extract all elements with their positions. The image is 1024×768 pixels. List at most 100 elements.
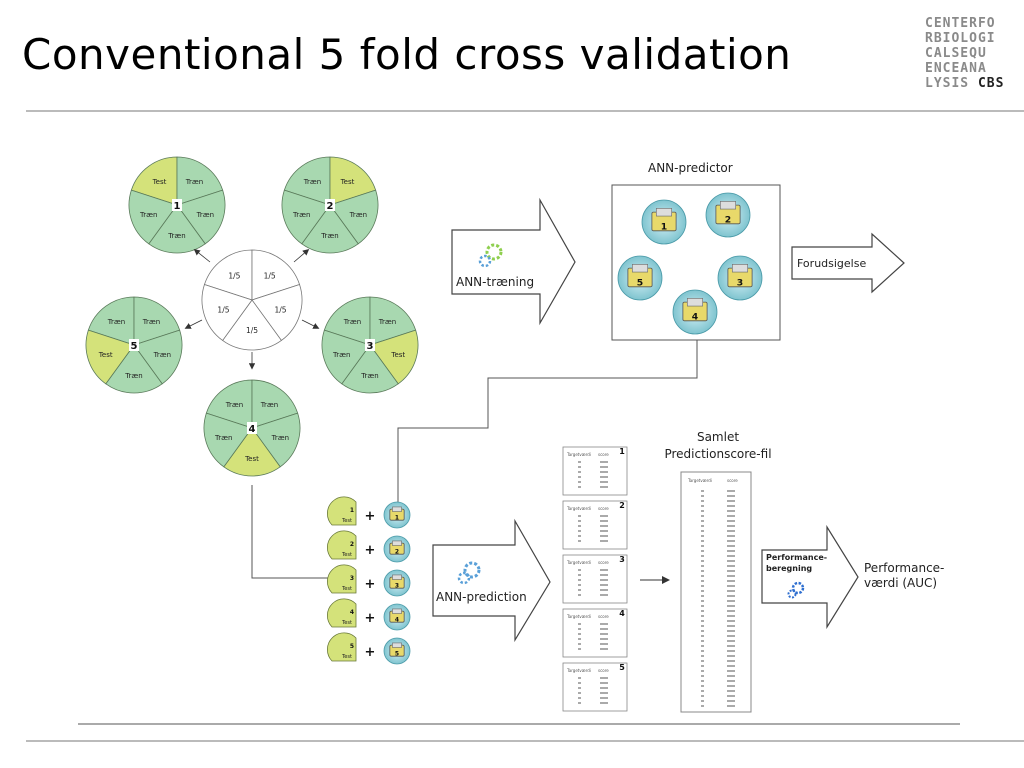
sheet-mark [578, 535, 581, 537]
ann-prediction-arrow: ANN-prediction [432, 518, 551, 643]
network-folder-icon: 4 [672, 289, 718, 335]
sheet-mark [600, 697, 608, 699]
samlet-mark [701, 595, 704, 597]
network-number: 5 [637, 277, 643, 288]
center-segment-label: 1/5 [228, 272, 240, 281]
samlet-mark [727, 640, 735, 642]
sheet-mark [600, 638, 608, 640]
samlet-mark [727, 665, 735, 667]
sheet-mark [578, 569, 581, 571]
sheet-mark [600, 476, 608, 478]
sheet-mark [600, 481, 608, 483]
samlet-mark [727, 595, 735, 597]
network-number: 2 [395, 548, 399, 555]
network-number: 1 [395, 514, 399, 521]
sheet-mark [578, 525, 581, 527]
network-folder-icon: 5 [383, 637, 411, 665]
fold-number-badge [365, 339, 375, 351]
samlet-mark [701, 665, 704, 667]
center-segment [203, 249, 253, 301]
sheet-col: Targetværdi [566, 452, 591, 457]
samlet-title-line: Predictionscore-fil [664, 447, 771, 461]
samlet-mark [727, 565, 735, 567]
network-number: 2 [725, 214, 731, 225]
samlet-mark [701, 655, 704, 657]
sheet-mark [600, 525, 608, 527]
train-segment [321, 329, 371, 385]
test-segment [369, 329, 419, 385]
sheet-mark [578, 687, 581, 689]
samlet-mark [701, 525, 704, 527]
samlet-mark [701, 690, 704, 692]
samlet-mark [727, 490, 735, 492]
samlet-mark [701, 580, 704, 582]
segment-label: Træn [332, 351, 350, 359]
pair-fold-number: 5 [350, 643, 354, 650]
sheet-mark [600, 535, 608, 537]
samlet-mark [727, 575, 735, 577]
fold-number: 2 [327, 201, 334, 212]
train-segment [205, 379, 253, 429]
center-segment-label: 1/5 [246, 326, 258, 335]
bottom-divider [26, 740, 1024, 742]
samlet-mark [727, 655, 735, 657]
train-segment [176, 189, 226, 245]
segment-label: Træn [153, 351, 171, 359]
samlet-mark [701, 660, 704, 662]
sheet-mark [578, 677, 581, 679]
sheet-mark [600, 530, 608, 532]
segment-label: Test [98, 351, 113, 359]
pair-fold-number: 4 [350, 609, 354, 616]
segment-label: Test [340, 178, 355, 186]
sheet-mark [600, 643, 608, 645]
test-segment [223, 427, 281, 477]
segment-label: Træn [196, 211, 214, 219]
slide-title: Conventional 5 fold cross validation [22, 30, 792, 79]
train-segment [369, 296, 417, 346]
train-segment [281, 189, 331, 245]
samlet-mark [727, 650, 735, 652]
pair-test-label: Test [341, 654, 352, 660]
samlet-mark [727, 680, 735, 682]
train-segment [203, 412, 253, 468]
train-segment [283, 156, 331, 206]
samlet-mark [727, 620, 735, 622]
plus-sign: + [365, 611, 376, 626]
sheet-mark [600, 520, 608, 522]
network-number: 1 [661, 221, 667, 232]
logo-line: RBIOLOGI [925, 31, 996, 46]
sheet-col: score [598, 452, 609, 457]
performance-result-line: værdi (AUC) [864, 576, 937, 590]
sheet-mark [578, 584, 581, 586]
sheet-mark [600, 515, 608, 517]
samlet-mark [727, 625, 735, 627]
samlet-mark [701, 685, 704, 687]
performance-box-line: Performance- [766, 553, 827, 562]
samlet-mark [727, 635, 735, 637]
sheet-mark [600, 594, 608, 596]
segment-label: Træn [214, 434, 232, 442]
network-folder-icon: 3 [717, 255, 763, 301]
split-arrow [301, 319, 320, 329]
samlet-mark [727, 695, 735, 697]
test-segment [130, 156, 178, 206]
gear-icon [457, 561, 481, 585]
samlet-mark [727, 555, 735, 557]
sheet-mark [578, 682, 581, 684]
predictor-connector [397, 340, 698, 505]
samlet-mark [727, 530, 735, 532]
pair-test-label: Test [341, 586, 352, 592]
sheet-mark [578, 648, 581, 650]
cbs-logo: CENTERFO RBIOLOGI CALSEQU ENCEANA LYSIS … [925, 16, 1004, 91]
segment-label: Træn [343, 318, 361, 326]
samlet-mark [701, 600, 704, 602]
segment-label: Træn [142, 318, 160, 326]
samlet-mark [701, 495, 704, 497]
